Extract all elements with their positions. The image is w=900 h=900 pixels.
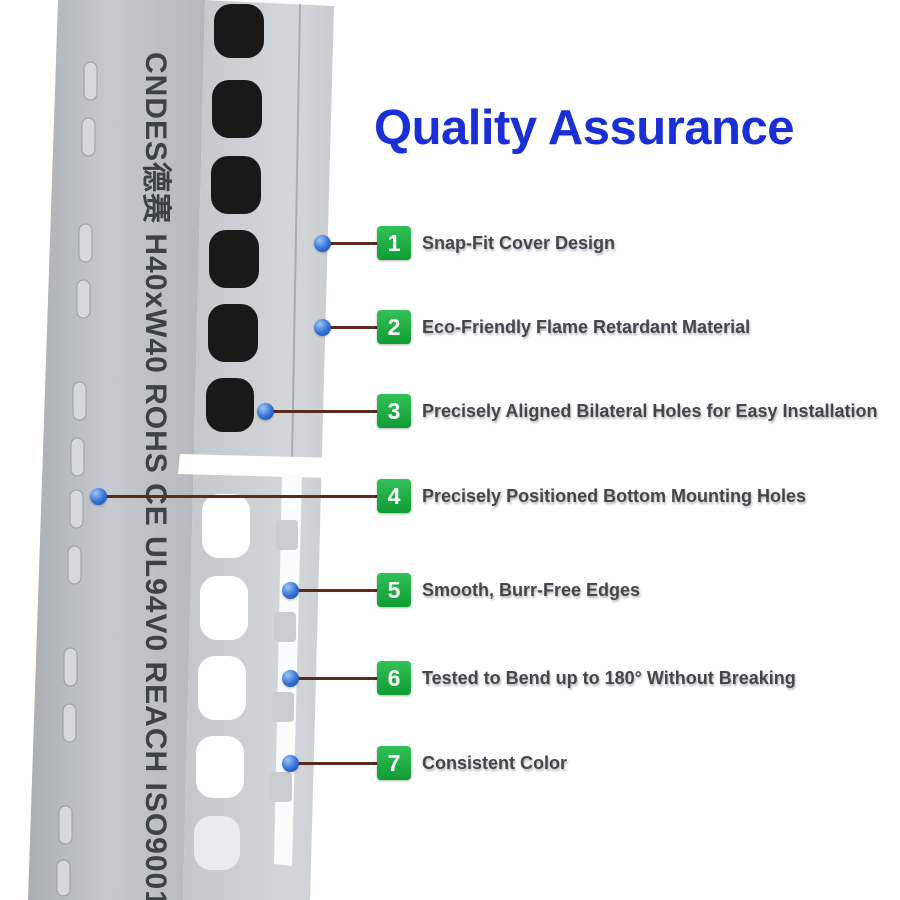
callout-label: Smooth, Burr-Free Edges bbox=[422, 579, 641, 600]
callout-number: 4 bbox=[377, 479, 411, 513]
callout-label: Consistent Color bbox=[422, 752, 568, 773]
page-title: Quality Assurance bbox=[374, 101, 794, 155]
callout-row-7: 7 Consistent Color bbox=[282, 746, 567, 780]
duct-left-face bbox=[28, 0, 205, 900]
anchor-dot bbox=[282, 754, 299, 772]
anchor-dot bbox=[282, 581, 299, 599]
callout-row-5: 5 Smooth, Burr-Free Edges bbox=[282, 573, 640, 607]
leader-line bbox=[328, 241, 380, 245]
callout-number: 2 bbox=[377, 310, 411, 344]
anchor-dot bbox=[314, 318, 331, 336]
mounting-holes bbox=[56, 61, 98, 897]
callout-label: Precisely Aligned Bilateral Holes for Ea… bbox=[422, 400, 878, 421]
callout-row-4: 4 Precisely Positioned Bottom Mounting H… bbox=[90, 479, 806, 513]
callout-number: 6 bbox=[377, 661, 411, 695]
leader-line bbox=[328, 325, 380, 329]
anchor-dot bbox=[90, 487, 107, 505]
callout-number: 5 bbox=[377, 573, 411, 607]
callout-label: Precisely Positioned Bottom Mounting Hol… bbox=[422, 485, 807, 506]
leader-line bbox=[296, 761, 380, 765]
anchor-dot bbox=[257, 402, 274, 420]
leader-line bbox=[296, 588, 380, 592]
leader-line bbox=[296, 676, 380, 680]
open-slots bbox=[194, 494, 250, 870]
callout-row-2: 2 Eco-Friendly Flame Retardant Material bbox=[314, 310, 750, 344]
duct-side-text: CNDES德赛 H40xW40 ROHS CE UL94V0 REACH ISO… bbox=[139, 52, 173, 900]
anchor-dot bbox=[314, 234, 331, 252]
leader-line bbox=[104, 494, 380, 498]
callout-row-6: 6 Tested to Bend up to 180° Without Brea… bbox=[282, 661, 796, 695]
callout-number: 1 bbox=[377, 226, 411, 260]
callout-row-1: 1 Snap-Fit Cover Design bbox=[314, 226, 615, 260]
callout-number: 3 bbox=[377, 394, 411, 428]
anchor-dot bbox=[282, 669, 299, 687]
leader-line bbox=[271, 409, 380, 413]
cover-edge-gap bbox=[178, 454, 334, 478]
side-rail-tabs bbox=[270, 520, 298, 802]
cover-slots bbox=[206, 4, 264, 432]
callout-number: 7 bbox=[377, 746, 411, 780]
callout-row-3: 3 Precisely Aligned Bilateral Holes for … bbox=[257, 394, 878, 428]
callout-label: Eco-Friendly Flame Retardant Material bbox=[422, 316, 751, 337]
callout-label: Snap-Fit Cover Design bbox=[422, 232, 616, 253]
callout-label: Tested to Bend up to 180° Without Breaki… bbox=[422, 667, 796, 688]
cover-groove bbox=[291, 3, 301, 463]
